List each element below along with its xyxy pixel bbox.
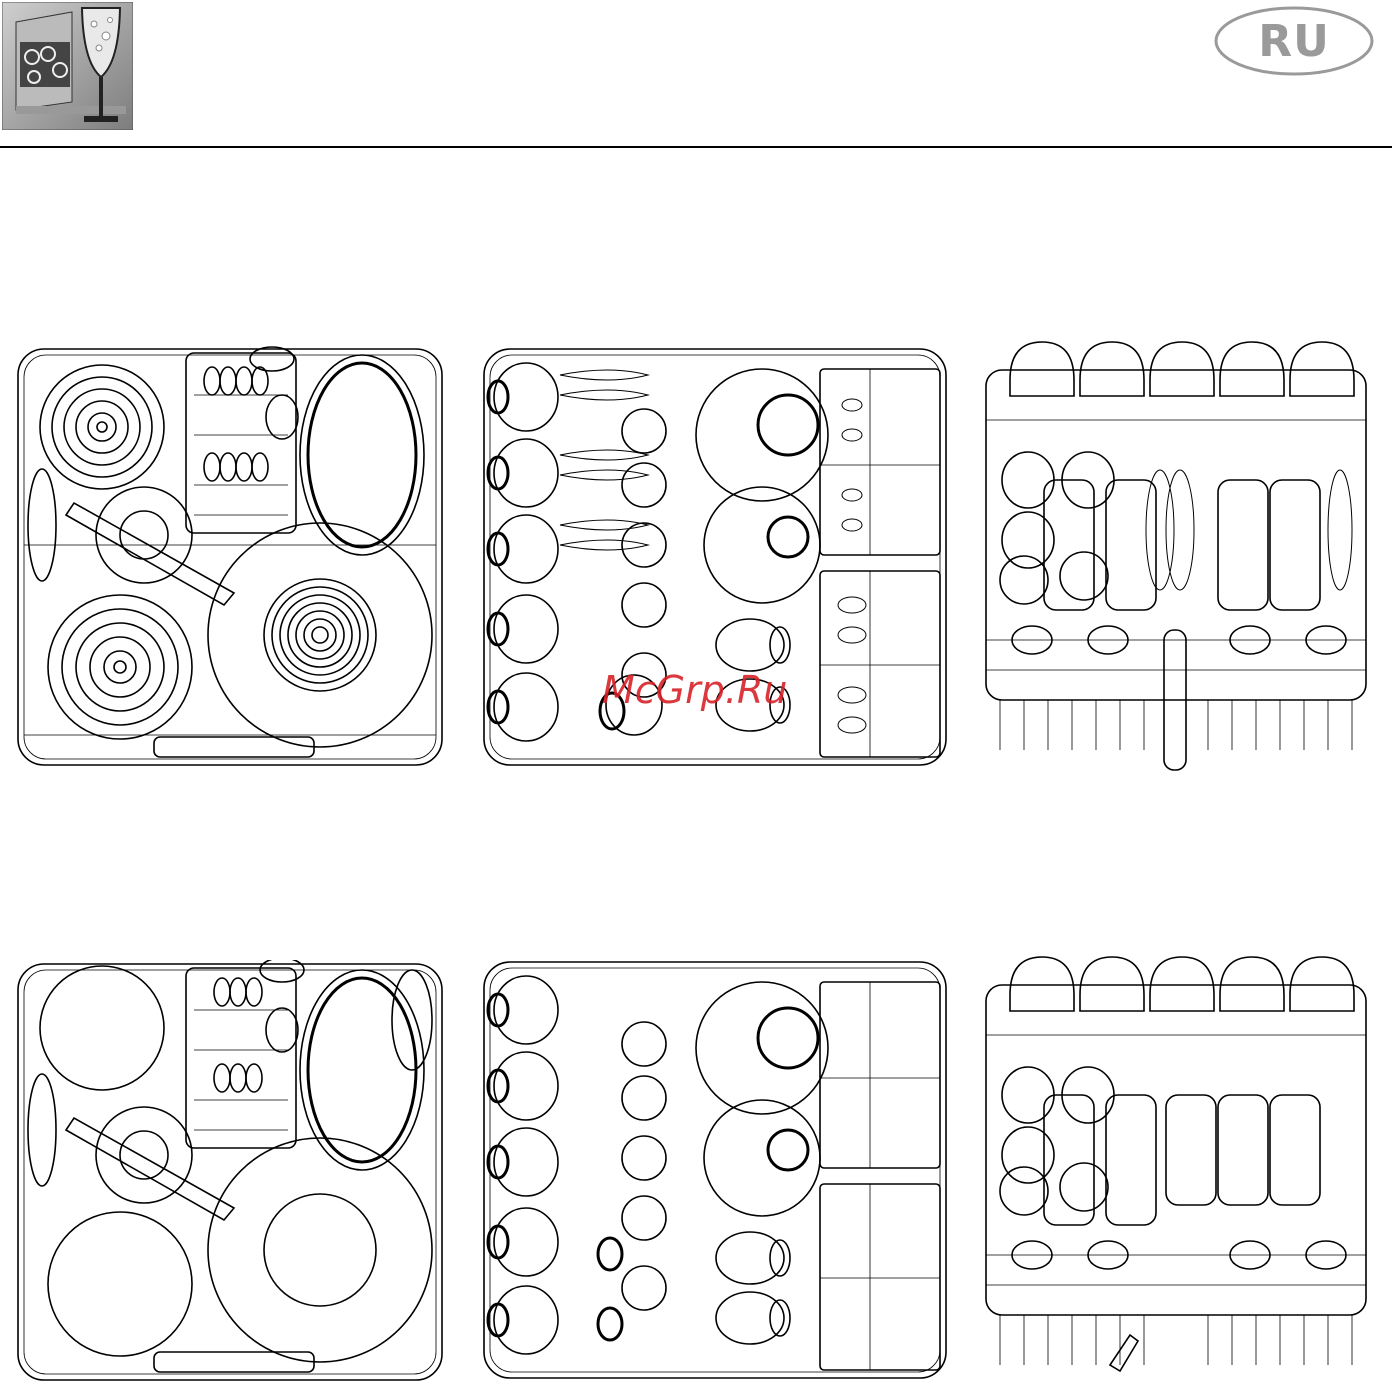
upper-rack-cups-icon — [980, 340, 1372, 775]
dishwasher-glass-logo-icon — [2, 2, 133, 130]
lower-rack-loading-icon — [14, 960, 446, 1385]
header-divider — [0, 146, 1392, 148]
language-badge: RU — [1214, 6, 1374, 76]
upper-rack-cups-icon — [980, 955, 1372, 1379]
watermark-text: McGrp.Ru — [602, 668, 787, 712]
lower-rack-dishes-icon — [480, 958, 950, 1383]
lower-rack-loading-icon — [14, 345, 446, 770]
